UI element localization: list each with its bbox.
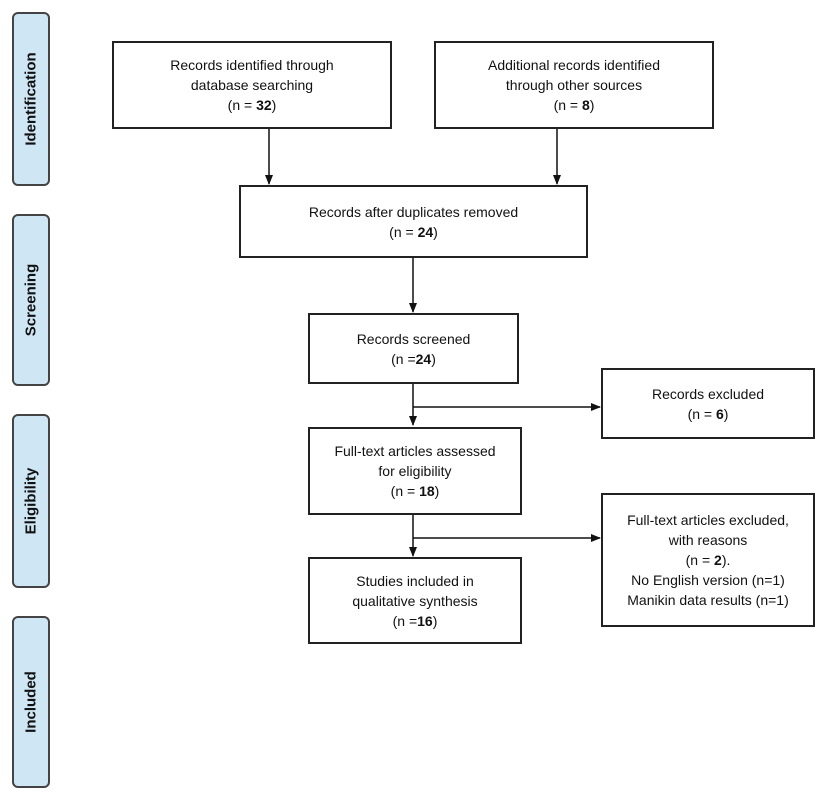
box-fulltext-assessed-line2: for eligibility <box>378 463 452 479</box>
stage-screening: Screening <box>12 214 50 386</box>
box-records-excluded-line1: Records excluded <box>651 385 765 402</box>
box-other-records-line2: through other sources <box>505 77 643 93</box>
box-other-records-count: (n = 8) <box>553 97 595 113</box>
box-other-records: Additional records identified through ot… <box>434 41 714 129</box>
box-fulltext-assessed: Full-text articles assessed for eligibil… <box>308 427 522 515</box>
box-studies-included-line2: qualitative synthesis <box>352 592 478 609</box>
box-records-screened-line1: Records screened <box>356 330 471 347</box>
box-other-records-line1: Additional records identified <box>488 57 660 73</box>
stage-eligibility: Eligibility <box>12 414 50 588</box>
box-duplicates-removed-line1: Records after duplicates removed <box>308 203 519 220</box>
box-studies-included-count: (n =16) <box>392 612 438 629</box>
box-database-records-count: (n = 32) <box>227 97 277 113</box>
box-fulltext-excluded-reason2: Manikin data results (n=1) <box>627 592 789 608</box>
box-duplicates-removed-count: (n = 24) <box>389 223 438 240</box>
box-fulltext-excluded-count: (n = 2). <box>685 552 731 568</box>
stage-included: Included <box>12 616 50 788</box>
box-duplicates-removed: Records after duplicates removed (n = 24… <box>239 185 588 258</box>
box-studies-included-line1: Studies included in <box>356 572 474 589</box>
box-records-screened-count: (n =24) <box>391 350 436 367</box>
box-fulltext-excluded-line2: with reasons <box>668 532 748 548</box>
box-fulltext-excluded-reason1: No English version (n=1) <box>631 572 785 588</box>
box-fulltext-assessed-line1: Full-text articles assessed <box>334 443 496 459</box>
box-database-records: Records identified through database sear… <box>112 41 392 129</box>
box-records-excluded-count: (n = 6) <box>687 405 729 422</box>
box-fulltext-excluded: Full-text articles excluded, with reason… <box>601 493 815 627</box>
box-studies-included: Studies included in qualitative synthesi… <box>308 557 522 644</box>
box-database-records-line1: Records identified through <box>170 57 334 73</box>
stage-identification: Identification <box>12 12 50 186</box>
box-database-records-line2: database searching <box>190 77 314 93</box>
box-records-screened: Records screened (n =24) <box>308 313 519 384</box>
box-fulltext-excluded-line1: Full-text articles excluded, <box>627 512 789 528</box>
box-records-excluded: Records excluded (n = 6) <box>601 368 815 439</box>
box-fulltext-assessed-count: (n = 18) <box>390 483 440 499</box>
